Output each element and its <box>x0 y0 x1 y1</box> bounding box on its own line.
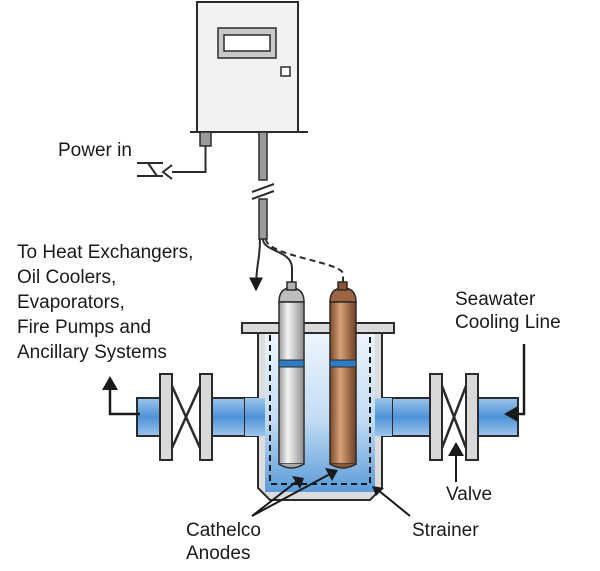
anodes-leader <box>251 468 338 517</box>
flow-out-arrow <box>102 376 140 416</box>
anodes-line: Anodes <box>186 543 251 564</box>
anode-cable-conduit <box>249 131 344 292</box>
seawater-line: Seawater <box>455 289 536 310</box>
heat-exchangers-line: To Heat Exchangers, <box>17 242 194 263</box>
valve-leader <box>448 442 464 482</box>
anodes-label: Cathelco Anodes <box>186 519 261 565</box>
anode-band <box>278 359 305 368</box>
panel-button <box>280 66 291 77</box>
strainer-basket <box>269 335 371 485</box>
heat-exchangers-line: Evaporators, <box>17 292 125 313</box>
heat-exchangers-line: Ancillary Systems <box>17 342 167 363</box>
flow-in-arrow <box>504 344 526 422</box>
right-valve <box>429 373 479 461</box>
anodes-line: Cathelco <box>186 520 261 541</box>
valve-label: Valve <box>446 484 493 505</box>
heat-exchangers-line: Fire Pumps and <box>17 317 152 338</box>
strainer-leader <box>372 486 411 517</box>
power-cable <box>137 131 212 180</box>
seawater-label: Seawater Cooling Line <box>455 288 561 334</box>
anode-band <box>329 359 357 368</box>
chamber-cover-flange <box>241 322 395 334</box>
aluminium-anode <box>278 281 305 469</box>
power-in-label: Power in <box>58 140 132 161</box>
seawater-line: Cooling Line <box>455 312 561 333</box>
strainer-chamber <box>241 322 395 501</box>
copper-anode <box>329 281 357 469</box>
heat-exchangers-line: Oil Coolers, <box>17 267 117 288</box>
strainer-label: Strainer <box>412 520 479 541</box>
left-valve <box>159 373 213 461</box>
control-panel <box>190 1 308 133</box>
heat-exchangers-label: To Heat Exchangers, Oil Coolers, Evapora… <box>17 240 193 365</box>
